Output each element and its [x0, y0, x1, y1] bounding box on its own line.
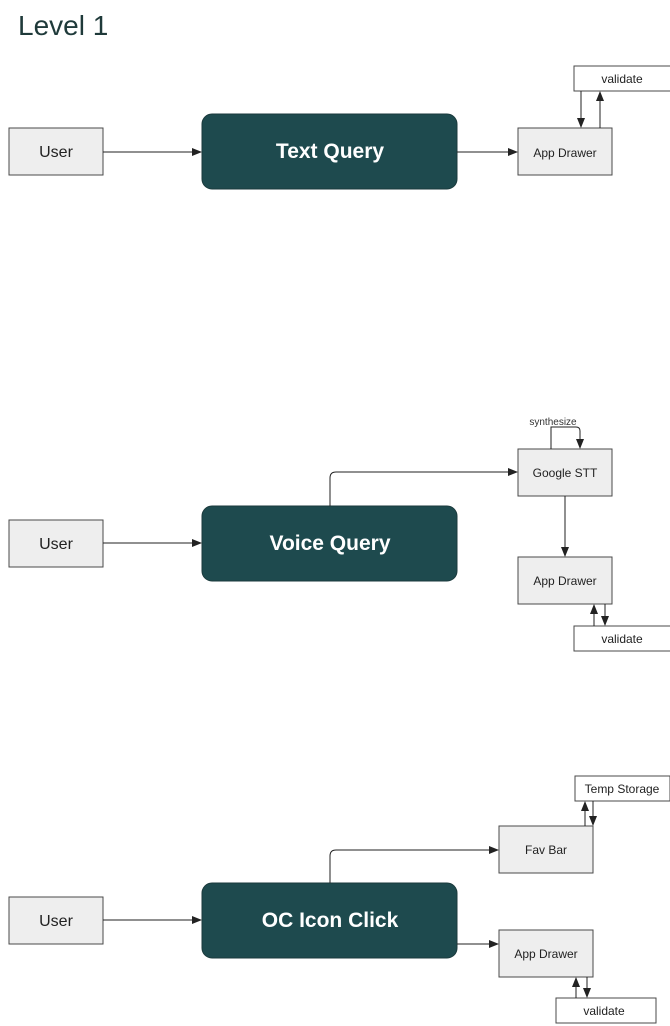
- google-stt-label: Google STT: [533, 466, 598, 480]
- temp-storage-box[interactable]: [574, 775, 670, 802]
- validate-label: validate: [583, 1004, 625, 1018]
- user-label: User: [39, 536, 73, 553]
- validate-box[interactable]: [573, 625, 670, 652]
- validate-box[interactable]: [573, 65, 670, 92]
- app-drawer-box[interactable]: [517, 556, 613, 605]
- app-drawer-label: App Drawer: [533, 146, 596, 160]
- user-label: User: [39, 913, 73, 930]
- oc-icon-click-label: OC Icon Click: [262, 909, 399, 932]
- flow-oc-icon-click: User OC Icon Click Fav Bar Temp Storage …: [8, 775, 670, 1024]
- edge-oc-icon-click-to-fav-bar: [329, 846, 499, 883]
- validate-label: validate: [601, 72, 643, 86]
- app-drawer-label: App Drawer: [533, 574, 596, 588]
- edge-synthesize-loop: [550, 426, 584, 449]
- user-box[interactable]: [8, 519, 104, 568]
- edge-voice-query-to-google-stt: [329, 468, 518, 506]
- voice-query-label: Voice Query: [270, 532, 391, 555]
- google-stt-box[interactable]: [517, 448, 613, 497]
- temp-storage-label: Temp Storage: [585, 782, 660, 796]
- flow-text-query: User Text Query App Drawer validate: [8, 65, 670, 190]
- synthesize-label: synthesize: [529, 417, 577, 428]
- validate-label: validate: [601, 632, 643, 646]
- text-query-label: Text Query: [276, 140, 384, 163]
- app-drawer-box[interactable]: [517, 127, 613, 176]
- validate-box[interactable]: [555, 997, 657, 1024]
- user-box[interactable]: [8, 127, 104, 176]
- user-box[interactable]: [8, 896, 104, 945]
- app-drawer-box[interactable]: [498, 929, 594, 978]
- fav-bar-box[interactable]: [498, 825, 594, 874]
- fav-bar-label: Fav Bar: [525, 843, 567, 857]
- user-label: User: [39, 144, 73, 161]
- flow-voice-query: User Voice Query Google STT synthesize A…: [8, 417, 670, 652]
- app-drawer-label: App Drawer: [514, 947, 577, 961]
- page-title: Level 1: [18, 10, 109, 41]
